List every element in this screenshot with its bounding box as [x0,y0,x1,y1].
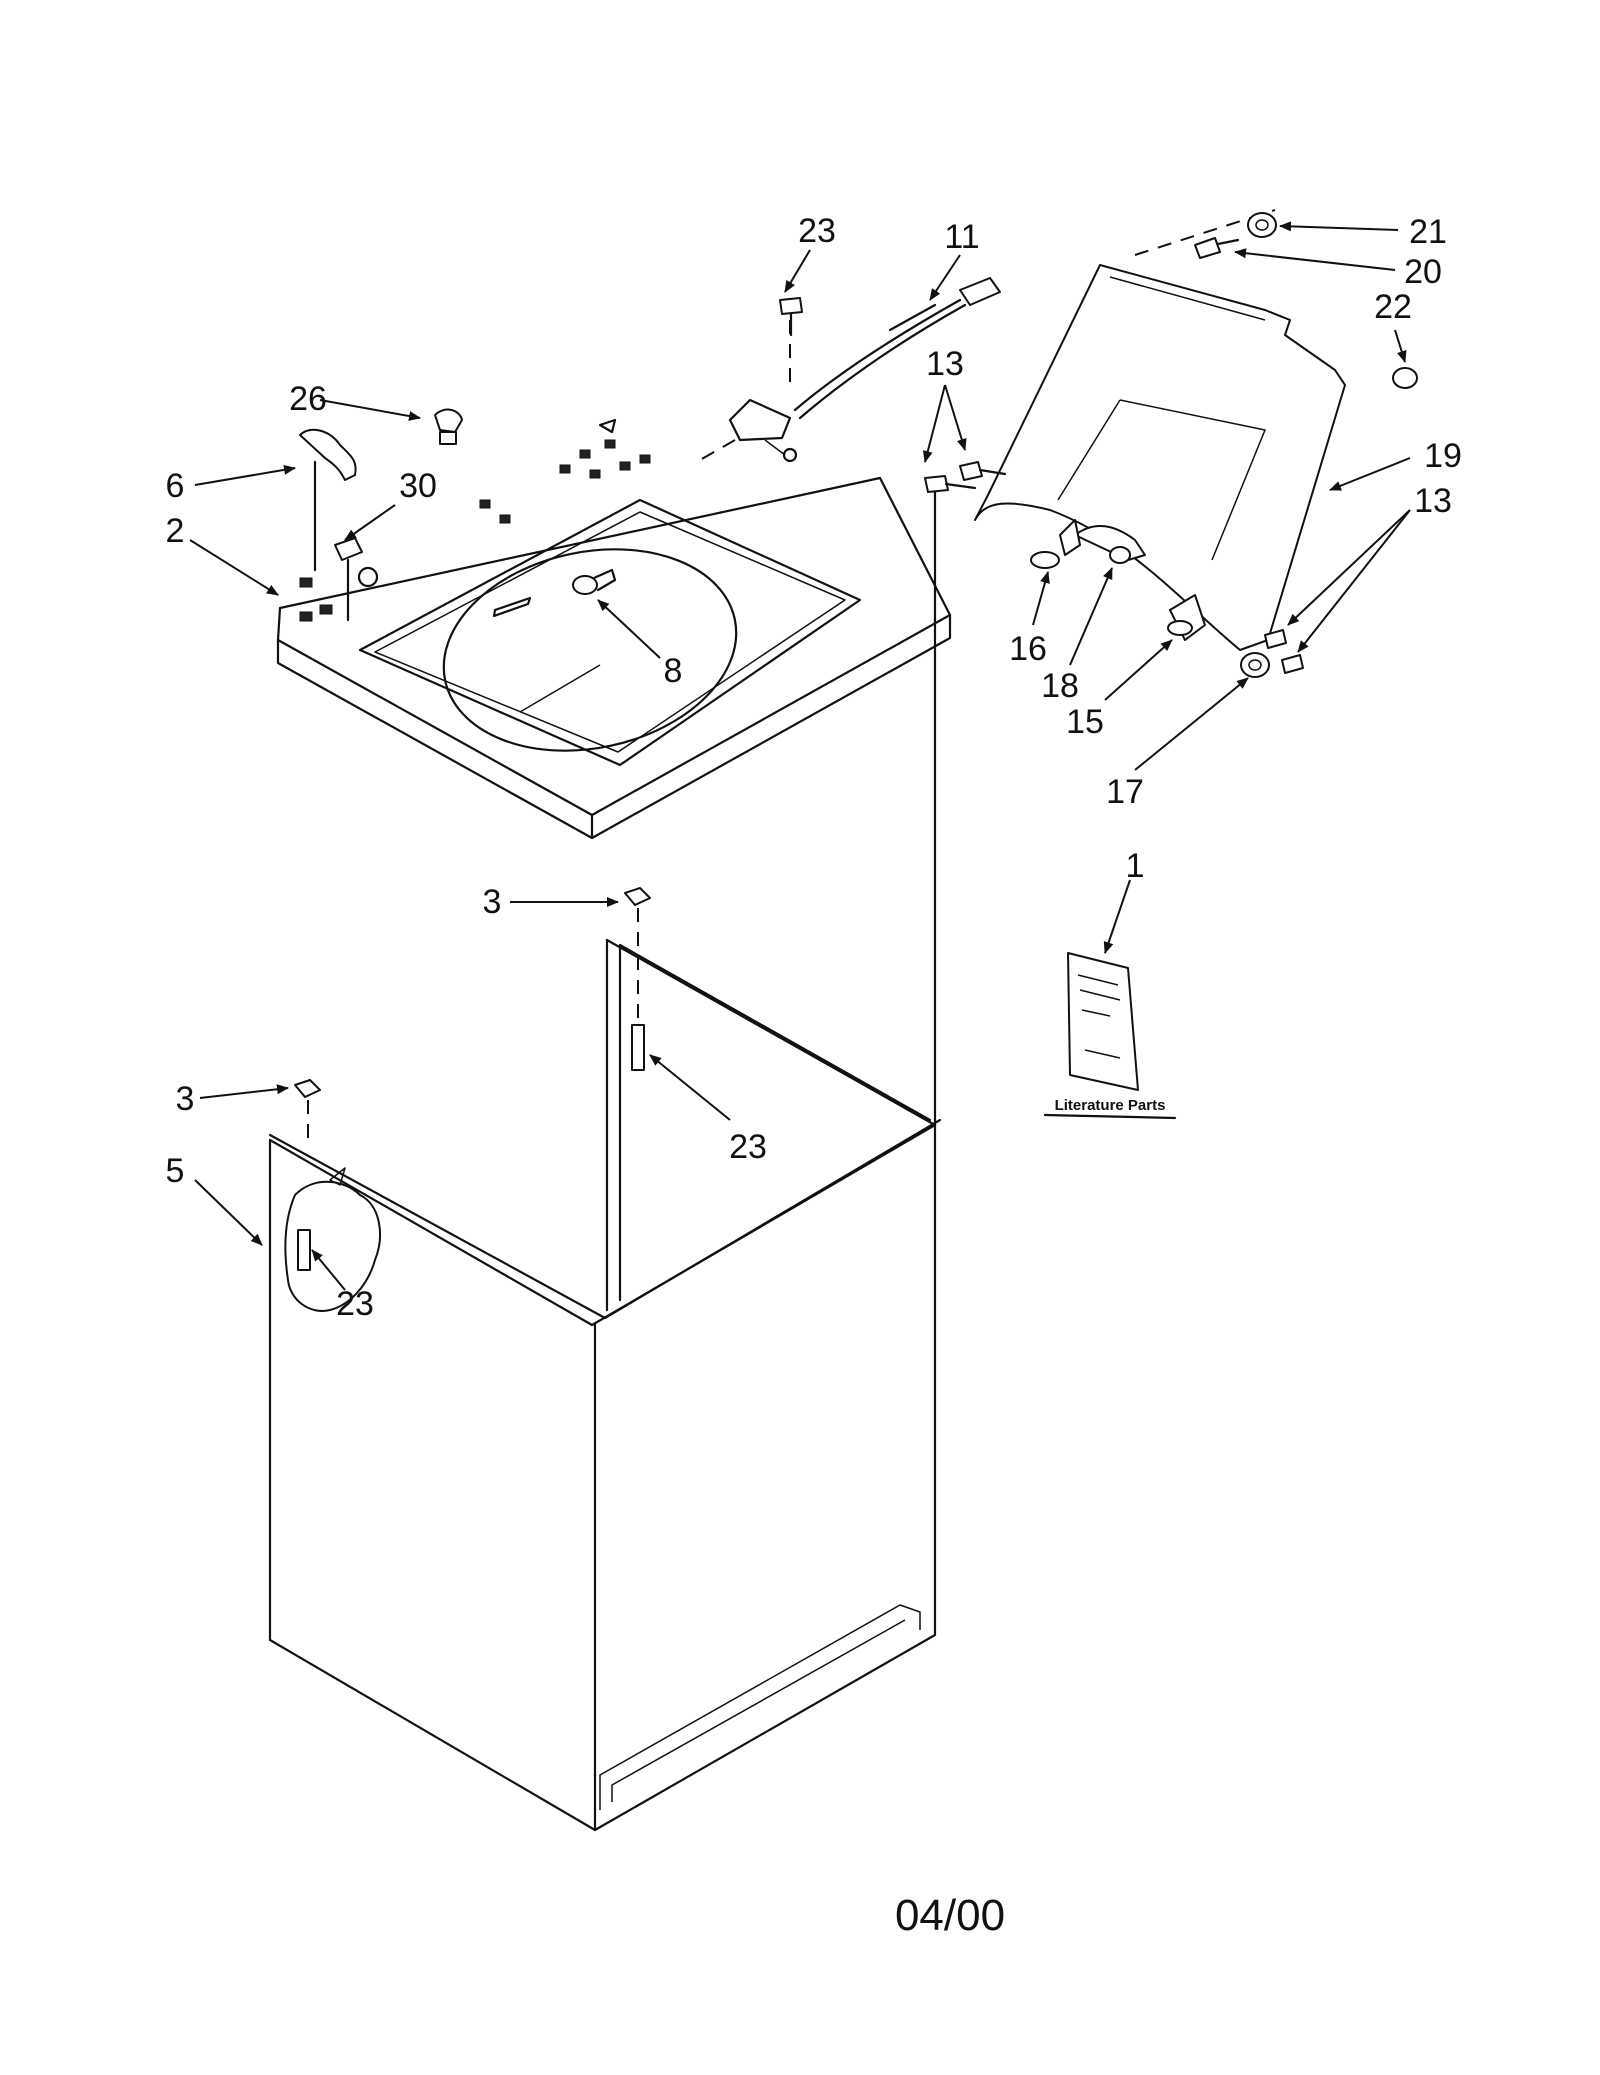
screw-23-lower [297,1229,311,1271]
hinge-16 [1030,519,1081,569]
screw-23-top [779,297,803,337]
callout-17: 17 [1106,773,1144,811]
callout-13-right: 13 [1414,482,1452,520]
bumper-17 [1240,652,1270,678]
top-cover [276,418,952,840]
callout-26: 26 [289,380,327,418]
callout-23-top: 23 [798,212,836,250]
callout-30: 30 [399,467,437,505]
lid [974,209,1346,651]
literature-parts-label: Literature Parts [1055,1097,1166,1114]
hinge-15 [1167,594,1206,641]
callout-20: 20 [1404,253,1442,291]
callout-2: 2 [166,512,185,550]
clip-26 [434,408,463,445]
screw-23-middle [631,1024,645,1071]
screw-20 [1194,237,1240,259]
callout-23-lower: 23 [336,1285,374,1323]
callout-23-middle: 23 [729,1128,767,1166]
callout-11: 11 [944,218,979,256]
leader-arrows [189,221,1411,1291]
clip-6 [299,428,357,572]
screws-13-right [1264,629,1304,674]
callout-3-lower: 3 [176,1080,195,1118]
callout-8: 8 [664,652,683,690]
screws-13-top [924,461,1007,493]
clip-30 [334,537,363,622]
clip-3-upper [624,887,651,1020]
callout-16: 16 [1009,630,1047,668]
callout-22: 22 [1374,288,1412,326]
callout-13-top: 13 [926,345,964,383]
plug-18 [1109,546,1131,564]
callout-1: 1 [1126,847,1145,885]
callout-3-upper: 3 [483,883,502,921]
literature-booklet [1043,952,1177,1120]
callout-19: 19 [1424,437,1462,475]
bumper-22 [1392,367,1418,389]
callout-6: 6 [166,467,185,505]
callout-15: 15 [1066,703,1104,741]
callout-18: 18 [1041,667,1079,705]
bumper-21 [1247,212,1277,238]
cabinet [268,476,942,1832]
clip-3-lower [294,1079,321,1145]
revision-date: 04/00 [895,1891,1005,1940]
callout-21: 21 [1409,213,1447,251]
callout-5: 5 [166,1152,185,1190]
part-8 [572,568,617,595]
wire-harness [699,277,1001,463]
